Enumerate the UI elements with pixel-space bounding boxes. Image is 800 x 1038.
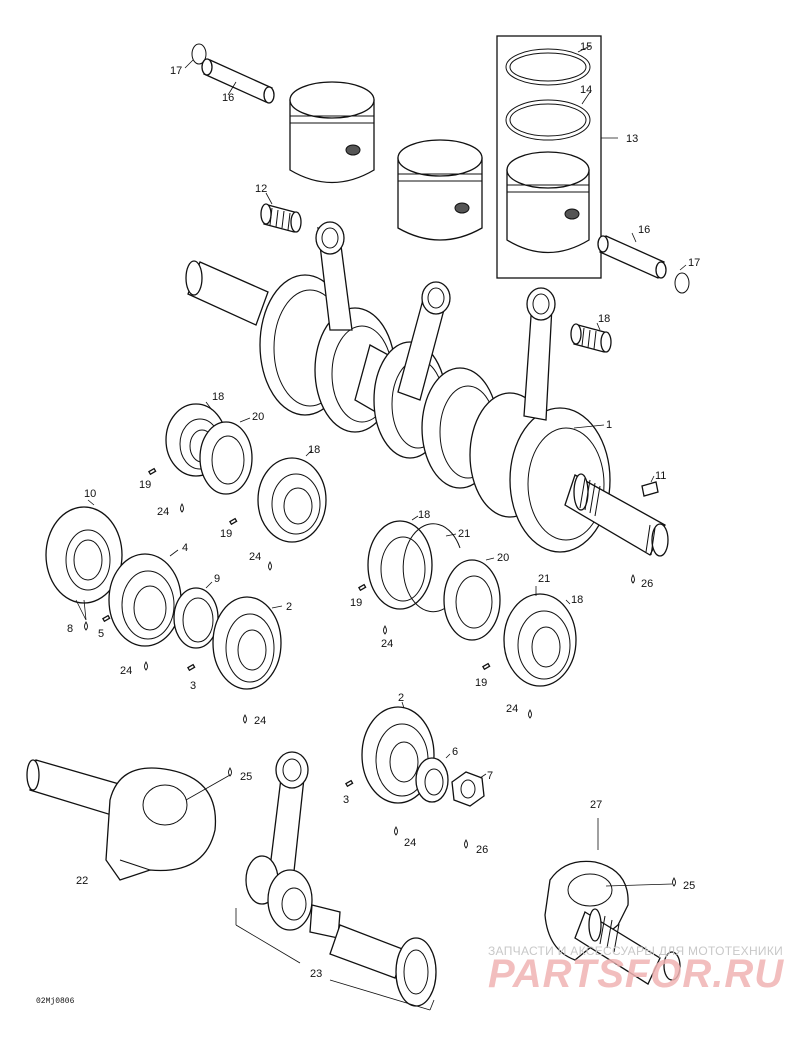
callout-13: 13 bbox=[626, 133, 638, 145]
callout-23: 23 bbox=[310, 968, 322, 980]
callout-4: 4 bbox=[182, 542, 188, 554]
callout-18-b: 18 bbox=[308, 444, 320, 456]
callout-25-a: 25 bbox=[240, 771, 252, 783]
woodruff-key[interactable] bbox=[641, 481, 659, 497]
piston-pin-left[interactable] bbox=[201, 58, 275, 104]
callout-24-c: 24 bbox=[120, 665, 132, 677]
dowel-pin-19-b[interactable] bbox=[229, 517, 238, 526]
callout-16-a: 16 bbox=[222, 92, 234, 104]
piston-center[interactable] bbox=[397, 139, 483, 241]
bearing-2-a[interactable] bbox=[212, 596, 282, 690]
watermark-tagline: ЗАПЧАСТИ И АКСЕССУАРЫ ДЛЯ МОТОТЕХНИКИ bbox=[488, 944, 784, 958]
callout-5: 5 bbox=[98, 628, 104, 640]
callout-labels: 1 2 2 3 3 4 5 6 7 8 9 10 11 12 13 14 15 … bbox=[67, 41, 700, 980]
piston-kit-frame bbox=[496, 35, 602, 279]
callout-6: 6 bbox=[452, 746, 458, 758]
callout-15: 15 bbox=[580, 41, 592, 53]
callout-24-d: 24 bbox=[254, 715, 266, 727]
callout-14: 14 bbox=[580, 84, 592, 96]
dowel-pin-3-a[interactable] bbox=[187, 663, 196, 672]
dowel-pin-19-d[interactable] bbox=[482, 662, 491, 671]
main-bearing-18-d[interactable] bbox=[503, 593, 577, 687]
callout-19-a: 19 bbox=[139, 479, 151, 491]
piston-ring-lower[interactable] bbox=[505, 99, 591, 141]
callout-11: 11 bbox=[655, 470, 666, 482]
callout-17-b: 17 bbox=[688, 257, 700, 269]
callout-26-b: 26 bbox=[476, 844, 488, 856]
callout-3-a: 3 bbox=[190, 680, 196, 692]
piston-left[interactable] bbox=[289, 81, 375, 184]
callout-12: 12 bbox=[255, 183, 267, 195]
dowel-pin-19-c[interactable] bbox=[358, 583, 367, 592]
crankshaft-half-22[interactable] bbox=[26, 759, 217, 881]
needle-bearing-small-end-right[interactable] bbox=[570, 323, 612, 353]
bearing-4[interactable] bbox=[108, 553, 182, 647]
oil-seal-20-b[interactable] bbox=[443, 559, 501, 641]
callout-2-b: 2 bbox=[398, 692, 404, 704]
callout-3-b: 3 bbox=[343, 794, 349, 806]
callout-20-a: 20 bbox=[252, 411, 264, 423]
callout-19-c: 19 bbox=[350, 597, 362, 609]
callout-24-g: 24 bbox=[404, 837, 416, 849]
callout-19-d: 19 bbox=[475, 677, 487, 689]
callout-24-a: 24 bbox=[157, 506, 169, 518]
callout-24-e: 24 bbox=[381, 638, 393, 650]
crankshaft-assembly[interactable] bbox=[185, 221, 669, 557]
watermark-logo: PARTSFOR.RU bbox=[488, 952, 785, 996]
dowel-pin-19-a[interactable] bbox=[148, 467, 157, 476]
main-bearing-18-b[interactable] bbox=[257, 457, 327, 543]
dowel-pin-5[interactable] bbox=[102, 614, 111, 623]
callout-9: 9 bbox=[214, 573, 220, 585]
callout-26-a: 26 bbox=[641, 578, 653, 590]
callout-19-b: 19 bbox=[220, 528, 232, 540]
piston-ring-upper[interactable] bbox=[505, 48, 591, 86]
callout-24-f: 24 bbox=[506, 703, 518, 715]
washer-6[interactable] bbox=[415, 757, 449, 803]
callout-24-b: 24 bbox=[249, 551, 261, 563]
circlip-right[interactable] bbox=[674, 272, 690, 294]
callout-17-a: 17 bbox=[170, 65, 182, 77]
callout-18-d: 18 bbox=[571, 594, 583, 606]
callout-25-b: 25 bbox=[683, 880, 695, 892]
piston-kit-piston[interactable] bbox=[506, 151, 590, 254]
callout-27: 27 bbox=[590, 799, 602, 811]
oil-seal-10[interactable] bbox=[45, 506, 123, 604]
lubricant-drop-icons bbox=[84, 503, 676, 887]
spacer-ring-9[interactable] bbox=[173, 587, 219, 649]
callout-18-a: 18 bbox=[212, 391, 224, 403]
callout-21-b: 21 bbox=[538, 573, 550, 585]
needle-bearing-small-end-left[interactable] bbox=[260, 203, 302, 233]
callout-20-b: 20 bbox=[497, 552, 509, 564]
drawing-code: 02Mj0806 bbox=[36, 997, 75, 1006]
callout-21-a: 21 bbox=[458, 528, 470, 540]
connecting-rod-kit-23[interactable] bbox=[245, 751, 437, 1007]
callout-10: 10 bbox=[84, 488, 96, 500]
callout-18-c: 18 bbox=[418, 509, 430, 521]
main-bearing-18-c[interactable] bbox=[367, 520, 433, 610]
dowel-pin-3-b[interactable] bbox=[345, 779, 354, 788]
nut-7[interactable] bbox=[451, 771, 485, 807]
callout-16-b: 16 bbox=[638, 224, 650, 236]
callout-7: 7 bbox=[487, 770, 493, 782]
callout-2-a: 2 bbox=[286, 601, 292, 613]
callout-22: 22 bbox=[76, 875, 88, 887]
callout-18-e: 18 bbox=[598, 313, 610, 325]
callout-8: 8 bbox=[67, 623, 73, 635]
circlip-left[interactable] bbox=[191, 43, 207, 65]
piston-pin-right[interactable] bbox=[597, 235, 667, 279]
callout-1: 1 bbox=[606, 419, 612, 431]
oil-seal-20-a[interactable] bbox=[199, 421, 253, 495]
